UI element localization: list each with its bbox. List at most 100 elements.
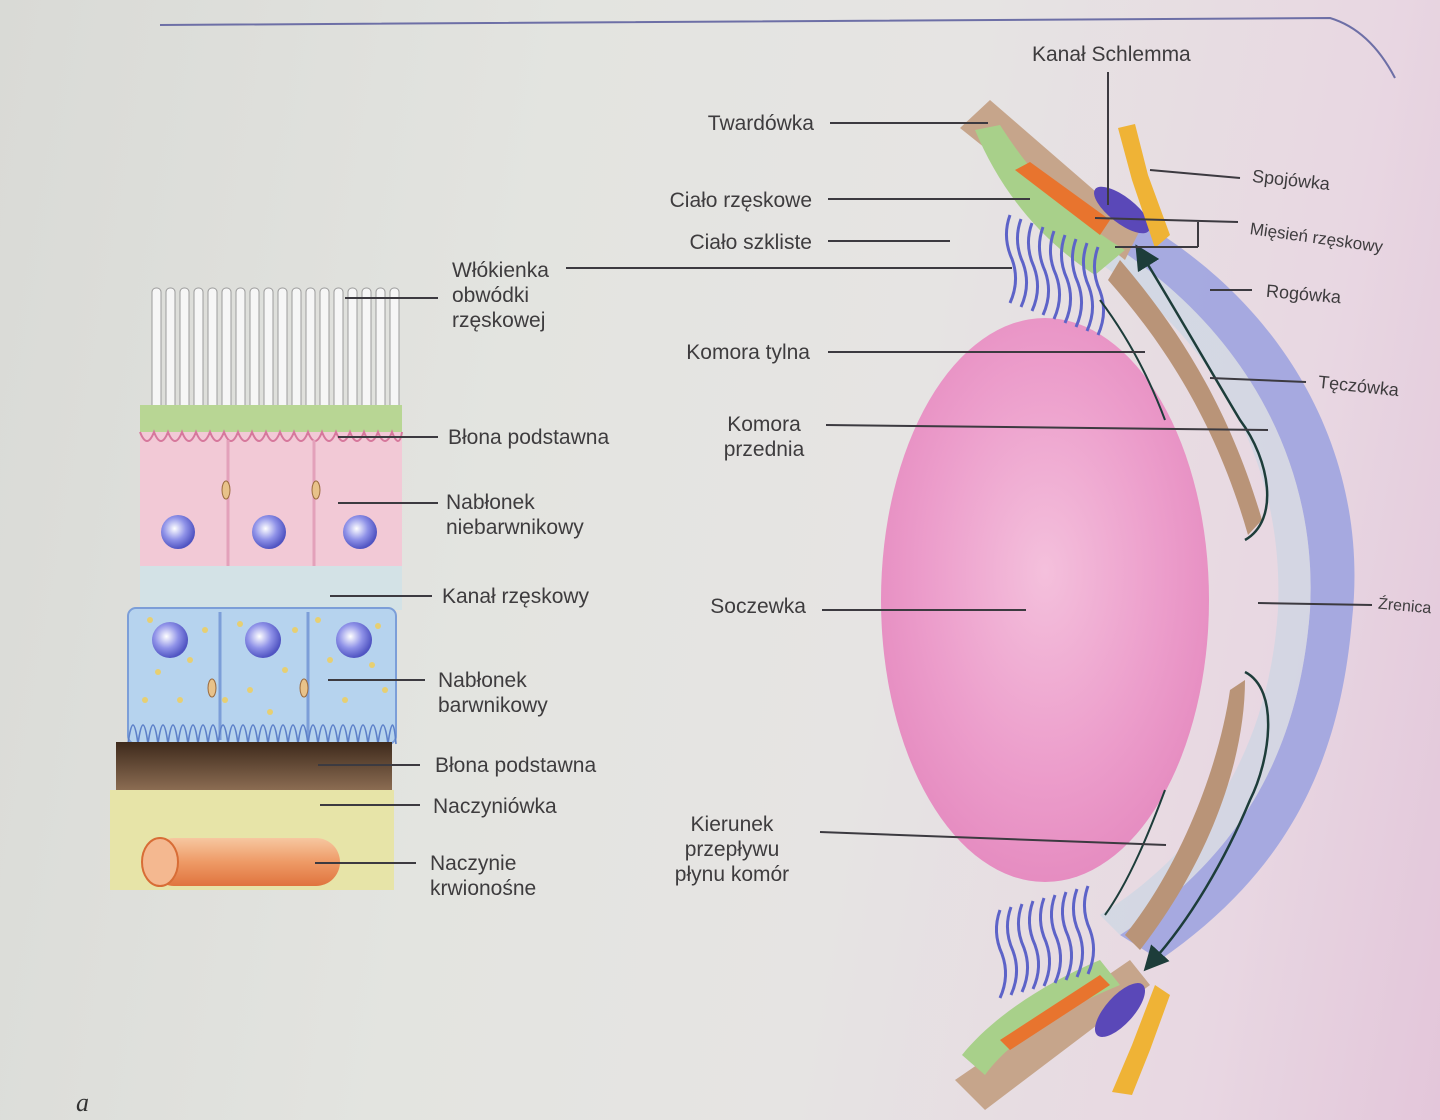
label-line: Komora [727,413,801,436]
zonular-rod [165,287,176,419]
zonular-rod [263,287,274,419]
zonular-fiber [1006,906,1018,996]
zonular-fiber [1050,894,1062,984]
nonpigmented-epithelium [139,429,403,566]
pigment-granule [237,621,243,627]
zonular-fiber [1016,218,1028,308]
schlemm-canal-bottom [1094,983,1146,1037]
zonular-fiber [1060,234,1072,324]
zonular-rod [221,287,232,419]
blood-vessel [141,837,340,887]
zonular-fiber [1028,900,1040,990]
label-ciliary-canal: Kanał rzęskowy [442,585,590,608]
label-line: rzęskowej [452,309,546,332]
label-zonular-fibers: Włókienka obwódki rzęskowej [452,258,549,333]
label-line: przednia [723,438,805,461]
label-vitreous-body: Ciało szkliste [689,231,812,254]
ciliary-body-top [975,125,1125,275]
zonular-fiber [995,909,1007,999]
label-pupil: Źrenica [1377,595,1432,618]
label-line: Kierunek [690,813,774,836]
pigment-granule [142,697,148,703]
zonular-fiber [1082,242,1094,332]
flow-arrow-bottom [1143,670,1270,972]
label-lens: Soczewka [710,595,806,618]
zonular-rod [347,287,358,419]
pigment-granule [187,657,193,663]
zonular-rod [375,287,386,419]
label-line: Nabłonek [438,669,527,692]
label-line: obwódki [452,284,530,307]
label-sclera: Twardówka [707,112,814,135]
zonular-fiber [1093,246,1105,336]
pigment-granule [382,687,388,693]
label-choroid: Naczyniówka [433,795,557,818]
zonular-rod [151,287,162,419]
zonular-rod [389,287,400,419]
label-line: niebarwnikowy [446,516,584,539]
pigmented-epithelium [127,607,397,745]
zonular-fiber [1071,238,1083,328]
zonular-fiber-rods [151,287,400,419]
zonular-fiber [1072,888,1084,978]
label-schlemm-canal: Kanał Schlemma [1032,43,1191,66]
label-line: barwnikowy [438,694,548,717]
iris-bottom [1125,680,1245,950]
figure-letter: a [76,1088,89,1117]
label-pigmented-epithelium: Nabłonek barwnikowy [438,668,548,718]
label-anterior-chamber: Komora przednia [708,412,820,462]
cell-layer-diagram [110,287,403,890]
flow-arrow-top [1135,244,1269,542]
label-line: Włókienka [452,259,549,282]
zonular-rod [319,287,330,419]
label-line: przepływu [684,838,780,861]
label-nonpigmented-epithelium: Nabłonek niebarwnikowy [446,490,584,540]
header-rule [159,16,1396,79]
cornea-shape [1105,210,1355,960]
zonular-rod [361,287,372,419]
zonular-rod [333,287,344,419]
basement-membrane-top [140,405,402,435]
zonular-rod [305,287,316,419]
label-basement-membrane-bottom: Błona podstawna [435,754,597,777]
zonular-fiber [1017,903,1029,993]
label-line: krwionośne [430,877,537,900]
pigment-granule [147,617,153,623]
zonular-fibers-bottom [995,885,1095,999]
pigment-granule [202,627,208,633]
pigment-granule [247,687,253,693]
zonular-fiber [1061,891,1073,981]
pigment-granule [267,709,273,715]
label-posterior-chamber: Komora tylna [686,341,810,364]
zonular-fibers-top [1005,214,1105,336]
eye-diagram [881,100,1355,1110]
zonular-fiber [1005,214,1017,304]
label-ciliary-body: Ciało rzęskowe [669,189,812,212]
label-flow-direction: Kierunek przepływu płynu komór [656,812,808,887]
zonular-rod [193,287,204,419]
zonular-fiber [1039,897,1051,987]
zonular-rod [235,287,246,419]
pigment-granule [369,662,375,668]
lens-shape [881,318,1209,882]
zonular-fiber [1049,230,1061,320]
pigment-granule [342,697,348,703]
zonular-rod [249,287,260,419]
pigment-granule [177,697,183,703]
iris-top [1108,260,1262,535]
label-blood-vessel: Naczynie krwionośne [430,851,536,901]
sclera-bottom [955,960,1150,1110]
ciliary-canal [140,566,402,610]
pigment-granule [282,667,288,673]
pigment-granule [222,697,228,703]
label-line: Naczynie [430,852,517,875]
pigment-granule [315,617,321,623]
zonular-rod [207,287,218,419]
label-line: płynu komór [674,863,790,886]
zonular-fiber [1038,226,1050,316]
pigment-granule [155,669,161,675]
conjunctiva-top [1118,124,1170,248]
zonular-rod [291,287,302,419]
conjunctiva-bottom [1112,985,1170,1095]
